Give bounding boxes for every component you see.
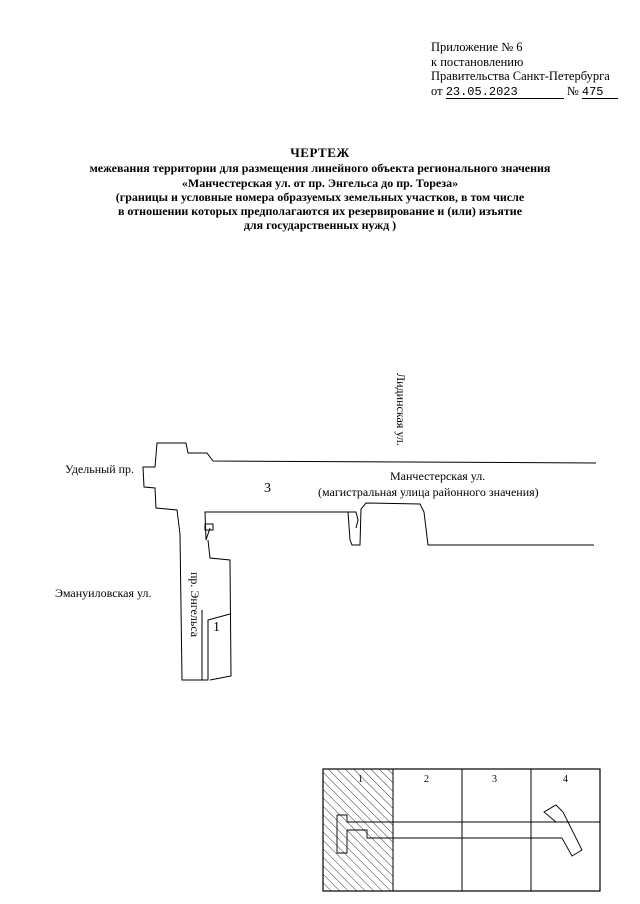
appendix-number: Приложение № 6 bbox=[431, 40, 523, 54]
document-title: ЧЕРТЕЖ межевания территории для размещен… bbox=[0, 145, 640, 233]
appendix-header: Приложение № 6 к постановлению Правитель… bbox=[431, 40, 618, 99]
junction-marker bbox=[204, 523, 214, 531]
label-manchesterskaya: Манчестерская ул. bbox=[390, 469, 486, 483]
appendix-date-line: от 23.05.2023 № 475 bbox=[431, 84, 618, 99]
date-prefix: от bbox=[431, 83, 443, 98]
decree-number: 475 bbox=[581, 86, 618, 99]
title-main: ЧЕРТЕЖ bbox=[290, 145, 350, 160]
decree-date: 23.05.2023 bbox=[445, 86, 564, 99]
boundary-lower bbox=[204, 502, 594, 546]
sheet-label-3: 3 bbox=[492, 774, 497, 785]
plot-number-1: 1 bbox=[213, 620, 220, 635]
sheet-index: 1 2 3 4 bbox=[322, 768, 601, 892]
appendix-authority: Правительства Санкт-Петербурга bbox=[431, 69, 610, 83]
title-line-2: «Манчестерская ул. от пр. Энгельса до пр… bbox=[181, 175, 459, 190]
boundary-upper-left bbox=[142, 442, 597, 681]
boundary-step bbox=[348, 511, 359, 529]
sheet-label-2: 2 bbox=[424, 774, 429, 785]
plot-number-3: 3 bbox=[264, 481, 271, 496]
sheet-index-minimap bbox=[336, 804, 600, 857]
appendix-reference: к постановлению bbox=[431, 54, 524, 69]
label-udelny: Удельный пр. bbox=[65, 462, 135, 476]
plot-1-outline bbox=[201, 610, 231, 681]
label-street-class: (магистральная улица районного значения) bbox=[318, 485, 539, 499]
title-line-5: для государственных нужд ) bbox=[243, 218, 397, 233]
label-engelsa: пр. Энгельса bbox=[188, 572, 202, 638]
boundary-engelsa-right bbox=[207, 539, 232, 681]
sheet-label-4: 4 bbox=[563, 774, 568, 785]
number-prefix: № bbox=[566, 83, 579, 98]
title-line-1: межевания территории для размещения лине… bbox=[89, 161, 551, 176]
street-boundaries bbox=[142, 442, 597, 681]
sheet-label-1: 1 bbox=[358, 774, 363, 785]
label-emanuilovskaya: Эмануиловская ул. bbox=[55, 586, 152, 600]
title-line-4: в отношении которых предполагаются их ре… bbox=[117, 204, 523, 219]
title-line-3: (границы и условные номера образуемых зе… bbox=[115, 189, 525, 204]
label-lidinskaya: Лидинская ул. bbox=[394, 373, 408, 446]
